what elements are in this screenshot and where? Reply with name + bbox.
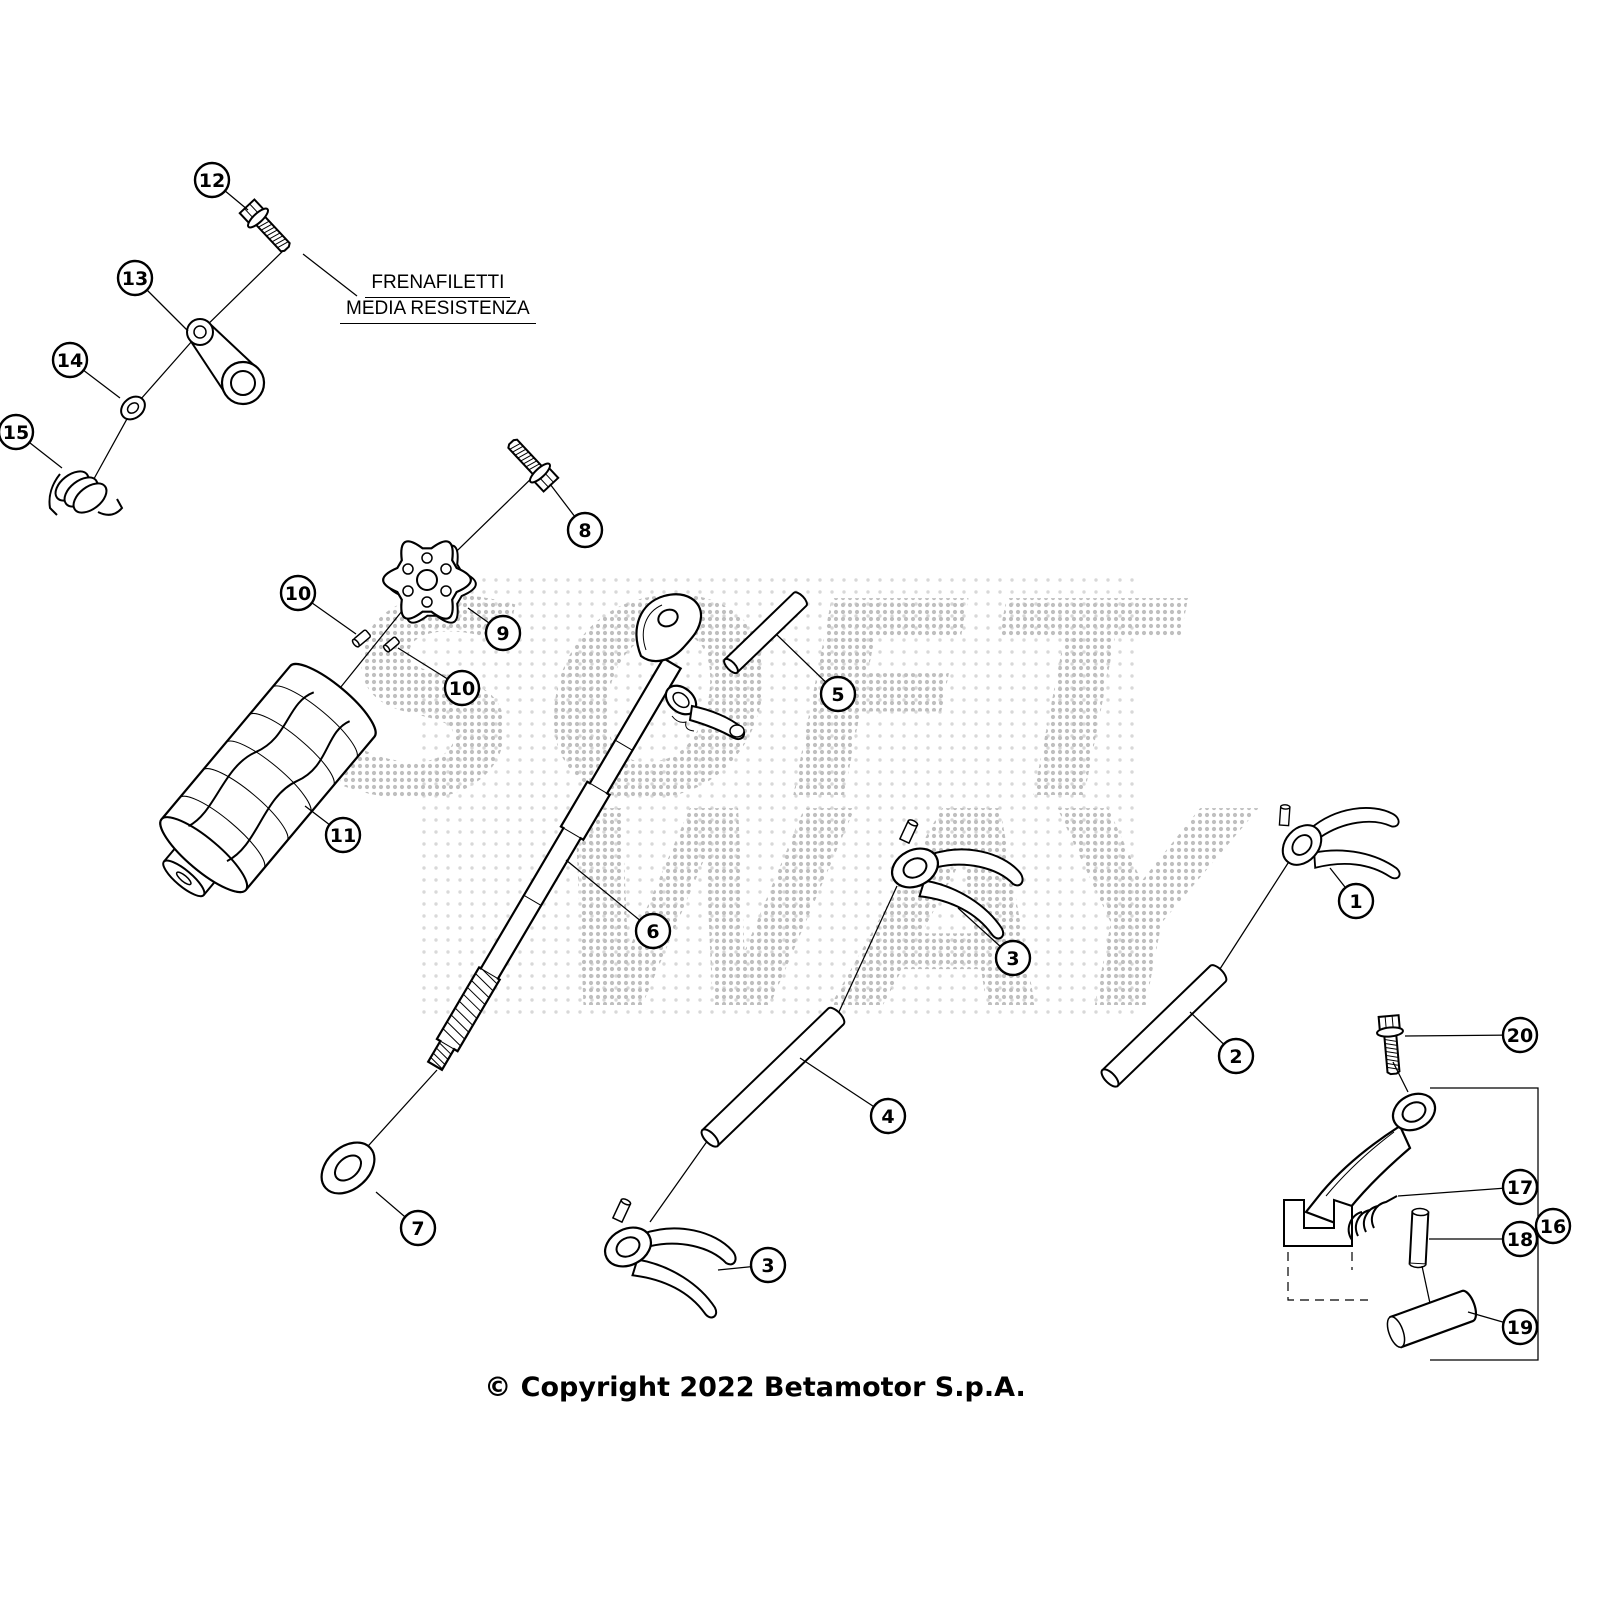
- part-fork-rod-4: [700, 1006, 846, 1148]
- part-fork-rod-2: [1100, 964, 1228, 1088]
- svg-text:9: 9: [496, 623, 509, 645]
- part-stopper-lever-13: [186, 318, 266, 406]
- part-shift-drum-11: [159, 662, 377, 898]
- callout-6[interactable]: 6: [565, 859, 672, 950]
- svg-text:18: 18: [1507, 1229, 1533, 1251]
- svg-text:16: 16: [1540, 1216, 1566, 1238]
- callout-16[interactable]: 16: [1534, 1207, 1572, 1245]
- part-spring-17: [1347, 1195, 1398, 1241]
- callout-2[interactable]: 2: [1189, 1011, 1255, 1075]
- svg-text:1: 1: [1349, 891, 1362, 913]
- part-index-star-wheel-9: [382, 540, 477, 624]
- part-shift-shaft-6: [426, 593, 745, 1072]
- part-return-spring-15: [48, 470, 124, 516]
- callout-9[interactable]: 9: [467, 607, 522, 652]
- note-threadlocker: FRENAFILETTI MEDIA RESISTENZA: [340, 272, 536, 324]
- callout-17[interactable]: 17: [1397, 1168, 1539, 1206]
- note-line-2: MEDIA RESISTENZA: [340, 298, 536, 324]
- svg-text:17: 17: [1507, 1177, 1533, 1199]
- callout-3-lower[interactable]: 3: [717, 1246, 787, 1284]
- callout-5[interactable]: 5: [775, 633, 857, 713]
- part-pin-18: [1408, 1207, 1430, 1269]
- callout-11[interactable]: 11: [304, 805, 362, 854]
- svg-text:3: 3: [1006, 948, 1019, 970]
- part-flange-bolt-8: [500, 432, 562, 495]
- callout-19[interactable]: 19: [1467, 1308, 1539, 1346]
- part-roller-19: [1386, 1289, 1478, 1349]
- watermark: SOFT WAY: [336, 544, 1260, 1069]
- callout-1[interactable]: 1: [1329, 867, 1375, 920]
- svg-text:8: 8: [578, 520, 591, 542]
- callout-4[interactable]: 4: [799, 1057, 907, 1135]
- callout-3-upper[interactable]: 3: [957, 907, 1032, 977]
- part-shift-fork-3-lower: [593, 1195, 740, 1320]
- watermark-line-1: SOFT: [336, 544, 1189, 859]
- svg-text:12: 12: [199, 170, 225, 192]
- callout-15[interactable]: 15: [0, 413, 63, 469]
- part-flange-bolt-12: [236, 196, 298, 259]
- part-washer-7: [320, 1141, 376, 1195]
- part-washer-14: [120, 395, 146, 421]
- callout-12[interactable]: 12: [193, 161, 249, 211]
- watermark-line-2: WAY: [546, 754, 1260, 1069]
- copyright: © Copyright 2022 Betamotor S.p.A.: [484, 1372, 1026, 1403]
- svg-text:20: 20: [1507, 1025, 1533, 1047]
- callout-10-left[interactable]: 10: [279, 574, 357, 635]
- svg-text:4: 4: [881, 1106, 894, 1128]
- svg-text:14: 14: [57, 350, 83, 372]
- callout-7[interactable]: 7: [375, 1191, 437, 1247]
- svg-text:13: 13: [122, 268, 148, 290]
- svg-text:10: 10: [285, 583, 311, 605]
- svg-text:6: 6: [646, 921, 659, 943]
- note-line-1: FRENAFILETTI: [365, 272, 511, 298]
- svg-text:7: 7: [411, 1218, 424, 1240]
- part-shift-fork-1: [1261, 770, 1417, 913]
- svg-text:10: 10: [449, 678, 475, 700]
- callout-20[interactable]: 20: [1404, 1016, 1539, 1054]
- svg-text:5: 5: [831, 684, 844, 706]
- svg-text:3: 3: [761, 1255, 774, 1277]
- svg-text:15: 15: [3, 422, 29, 444]
- assembly-axis-lines: [89, 247, 1291, 1223]
- callout-14[interactable]: 14: [51, 341, 121, 399]
- part-pin-10-right: [382, 636, 400, 653]
- callout-8[interactable]: 8: [549, 483, 604, 549]
- callout-10-right[interactable]: 10: [397, 647, 481, 707]
- svg-text:2: 2: [1229, 1046, 1242, 1068]
- part-pin-10-left: [351, 629, 371, 648]
- part-fork-rod-5: [723, 591, 808, 675]
- svg-text:19: 19: [1507, 1317, 1533, 1339]
- callout-13[interactable]: 13: [116, 259, 189, 332]
- part-gear-lever-assembly-16: [1283, 1061, 1539, 1361]
- callout-18[interactable]: 18: [1429, 1220, 1539, 1258]
- part-flange-bolt-20: [1374, 1013, 1408, 1076]
- svg-text:11: 11: [330, 825, 356, 847]
